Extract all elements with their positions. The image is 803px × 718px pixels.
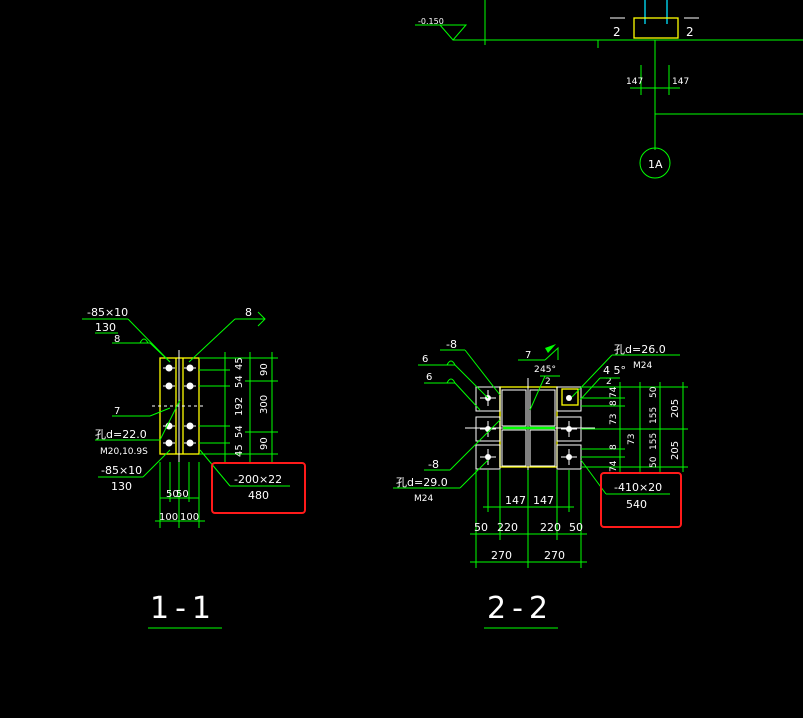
s2-hdim-outer-1: 270 — [491, 549, 512, 562]
s2-hdim-inner-2: 147 — [533, 494, 554, 507]
s1-vdim-outer-3: 90 — [259, 437, 270, 450]
s1-plate-bot: -85×10 — [101, 464, 142, 477]
s2-hdim-outer-2: 270 — [544, 549, 565, 562]
axis-bubble — [639, 147, 671, 179]
s1-base-plate: -200×22 — [234, 473, 282, 486]
section-1-1: -85×10 130 8 8 7 孔d=22.0 M20,10.9S -85×1… — [82, 306, 306, 629]
s2-hole-top: 孔d=26.0 — [614, 343, 666, 356]
top-dim-right: 147 — [672, 77, 689, 87]
s2-plate-left: -8 — [446, 338, 457, 351]
s2-hdim-mid-3: 220 — [540, 521, 561, 534]
elevation-label: -0.150 — [418, 17, 444, 26]
s2-weld-angle: 45° — [540, 365, 556, 375]
s2-vdim-inner-3: 73 — [609, 414, 619, 425]
s2-weld-d: 4 5° — [603, 364, 626, 377]
s1-weld-b: 8 — [114, 334, 120, 345]
s2-vdim-inner-2: 8 — [609, 400, 619, 406]
section-2-2: -8 6 6 7 2 45° 2 孔d=26.0 M24 4 5° 2 -8 孔… — [393, 338, 688, 629]
s2-vdim-outer-2: 205 — [670, 441, 681, 460]
s2-vdim-mid-4: 50 — [649, 456, 659, 468]
s2-hdim-inner-1: 147 — [505, 494, 526, 507]
s2-hdim-mid-4: 50 — [569, 521, 583, 534]
s1-vdim-outer-2: 300 — [259, 395, 270, 414]
s1-hole: 孔d=22.0 — [95, 428, 147, 441]
s2-base-plate: -410×20 — [614, 481, 662, 494]
s1-vdim-inner-2: 54 — [234, 375, 245, 388]
s2-vdim-inner-4: 73 — [627, 434, 637, 445]
s1-vdim-inner-3: 192 — [234, 397, 245, 416]
s1-hdim-top-1: 50 — [166, 489, 179, 500]
section-2-2-title: 2-2 — [487, 591, 554, 626]
axis-bubble-label: 1A — [648, 158, 663, 171]
s1-plate-bot-len: 130 — [111, 480, 132, 493]
s2-weld-e: 2 — [534, 365, 540, 375]
s2-vdim-mid-3: 155 — [649, 433, 659, 450]
s2-hdim-mid-2: 220 — [497, 521, 518, 534]
s2-weld-b: 6 — [426, 372, 432, 383]
s1-plate-top-len: 130 — [95, 321, 116, 334]
s1-hdim-top-2: 50 — [176, 489, 189, 500]
s2-bolt-top: M24 — [633, 361, 652, 371]
s1-vdim-inner-1: 45 — [234, 357, 245, 370]
s2-vdim-inner-5: 8 — [609, 444, 619, 450]
s2-vdim-inner-1: 74 — [609, 386, 619, 398]
s1-base-plate-len: 480 — [248, 489, 269, 502]
s1-highlight-box — [211, 462, 306, 514]
s1-weld-a: 8 — [245, 306, 252, 319]
s2-hdim-mid-1: 50 — [474, 521, 488, 534]
s2-bolt-bot: M24 — [414, 494, 433, 504]
s1-hdim-bot-2: 100 — [180, 512, 199, 523]
s2-weld-f: 2 — [545, 377, 551, 387]
s2-vdim-mid-2: 155 — [649, 407, 659, 424]
s2-vdim-inner-6: 74 — [609, 460, 619, 472]
top-fragment: -0.150 2 2 147 147 1A — [415, 0, 803, 179]
s2-vdim-outer-1: 205 — [670, 399, 681, 418]
s2-vdim-mid-1: 50 — [649, 386, 659, 398]
s1-plate-top: -85×10 — [87, 306, 128, 319]
s2-plate-low: -8 — [428, 458, 439, 471]
s1-vdim-inner-5: 45 — [234, 444, 245, 457]
s2-weld-c: 7 — [525, 350, 531, 361]
s1-hdim-bot-1: 100 — [159, 512, 178, 523]
s2-weld-g: 2 — [606, 377, 612, 387]
s1-vdim-inner-4: 54 — [234, 425, 245, 438]
section-mark-left: 2 — [613, 25, 621, 39]
s1-bolt: M20,10.9S — [100, 447, 148, 457]
top-dim-left: 147 — [626, 77, 643, 87]
section-mark-right: 2 — [686, 25, 694, 39]
s1-weld-c: 7 — [114, 406, 120, 417]
s1-vdim-outer-1: 90 — [259, 363, 270, 376]
s2-weld-a: 6 — [422, 354, 428, 365]
section-1-1-title: 1-1 — [150, 591, 217, 626]
s2-hole-bot: 孔d=29.0 — [396, 476, 448, 489]
s2-base-plate-len: 540 — [626, 498, 647, 511]
s2-highlight-box — [600, 472, 682, 528]
